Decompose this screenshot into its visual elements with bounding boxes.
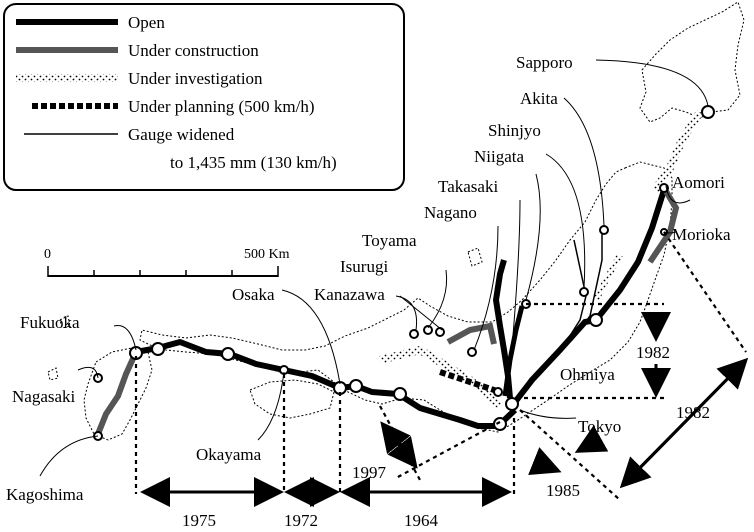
year-1985: 1985 xyxy=(546,481,580,500)
leader-lines xyxy=(39,59,709,477)
year-labels: 1975 1972 1964 1982 1982 1997 1985 xyxy=(182,343,710,530)
label-fukuoka: Fukuoka xyxy=(20,313,80,332)
label-takasaki: Takasaki xyxy=(438,177,498,196)
label-isurugi: Isurugi xyxy=(340,257,388,276)
scale-end-label: 500 Km xyxy=(244,247,290,262)
label-aomori: Aomori xyxy=(672,173,725,192)
label-toyama: Toyama xyxy=(362,231,417,250)
legend-gauge-label: Gauge widened xyxy=(128,125,235,144)
legend-gauge-label-line2: to 1,435 mm (130 km/h) xyxy=(170,153,337,172)
legend: Open Under construction Under investigat… xyxy=(3,3,405,191)
legend-investigation-label: Under investigation xyxy=(128,69,263,88)
investigation-routes xyxy=(379,109,704,409)
label-sapporo: Sapporo xyxy=(516,53,573,72)
year-1997: 1997 xyxy=(352,463,387,482)
year-1964: 1964 xyxy=(404,511,439,530)
label-akita: Akita xyxy=(520,89,558,108)
label-kagoshima: Kagoshima xyxy=(6,485,84,504)
label-okayama: Okayama xyxy=(196,445,262,464)
city-labels: Sapporo Akita Shinjyo Niigata Aomori Tak… xyxy=(6,53,731,504)
year-1972: 1972 xyxy=(284,511,318,530)
label-nagasaki: Nagasaki xyxy=(12,387,76,406)
label-tokyo: Tokyo xyxy=(578,417,621,436)
planning-routes xyxy=(439,369,501,395)
label-osaka: Osaka xyxy=(232,285,275,304)
legend-investigation-swatch xyxy=(16,74,118,82)
year-1982-short: 1982 xyxy=(636,343,670,362)
label-kanazawa: Kanazawa xyxy=(314,285,385,304)
label-shinjyo: Shinjyo xyxy=(488,121,541,140)
scale-bar: 0 500 Km xyxy=(44,247,290,277)
legend-open-label: Open xyxy=(128,13,165,32)
dimension-arrows xyxy=(140,312,749,507)
label-niigata: Niigata xyxy=(474,147,524,166)
label-ohmiya: Ohmiya xyxy=(560,365,615,384)
scale-start-label: 0 xyxy=(44,247,51,262)
year-1982-long: 1982 xyxy=(676,403,710,422)
legend-planning-label: Under planning (500 km/h) xyxy=(128,97,315,116)
year-1975: 1975 xyxy=(182,511,216,530)
label-nagano: Nagano xyxy=(424,203,477,222)
label-morioka: Morioka xyxy=(672,225,731,244)
legend-construction-label: Under construction xyxy=(128,41,259,60)
